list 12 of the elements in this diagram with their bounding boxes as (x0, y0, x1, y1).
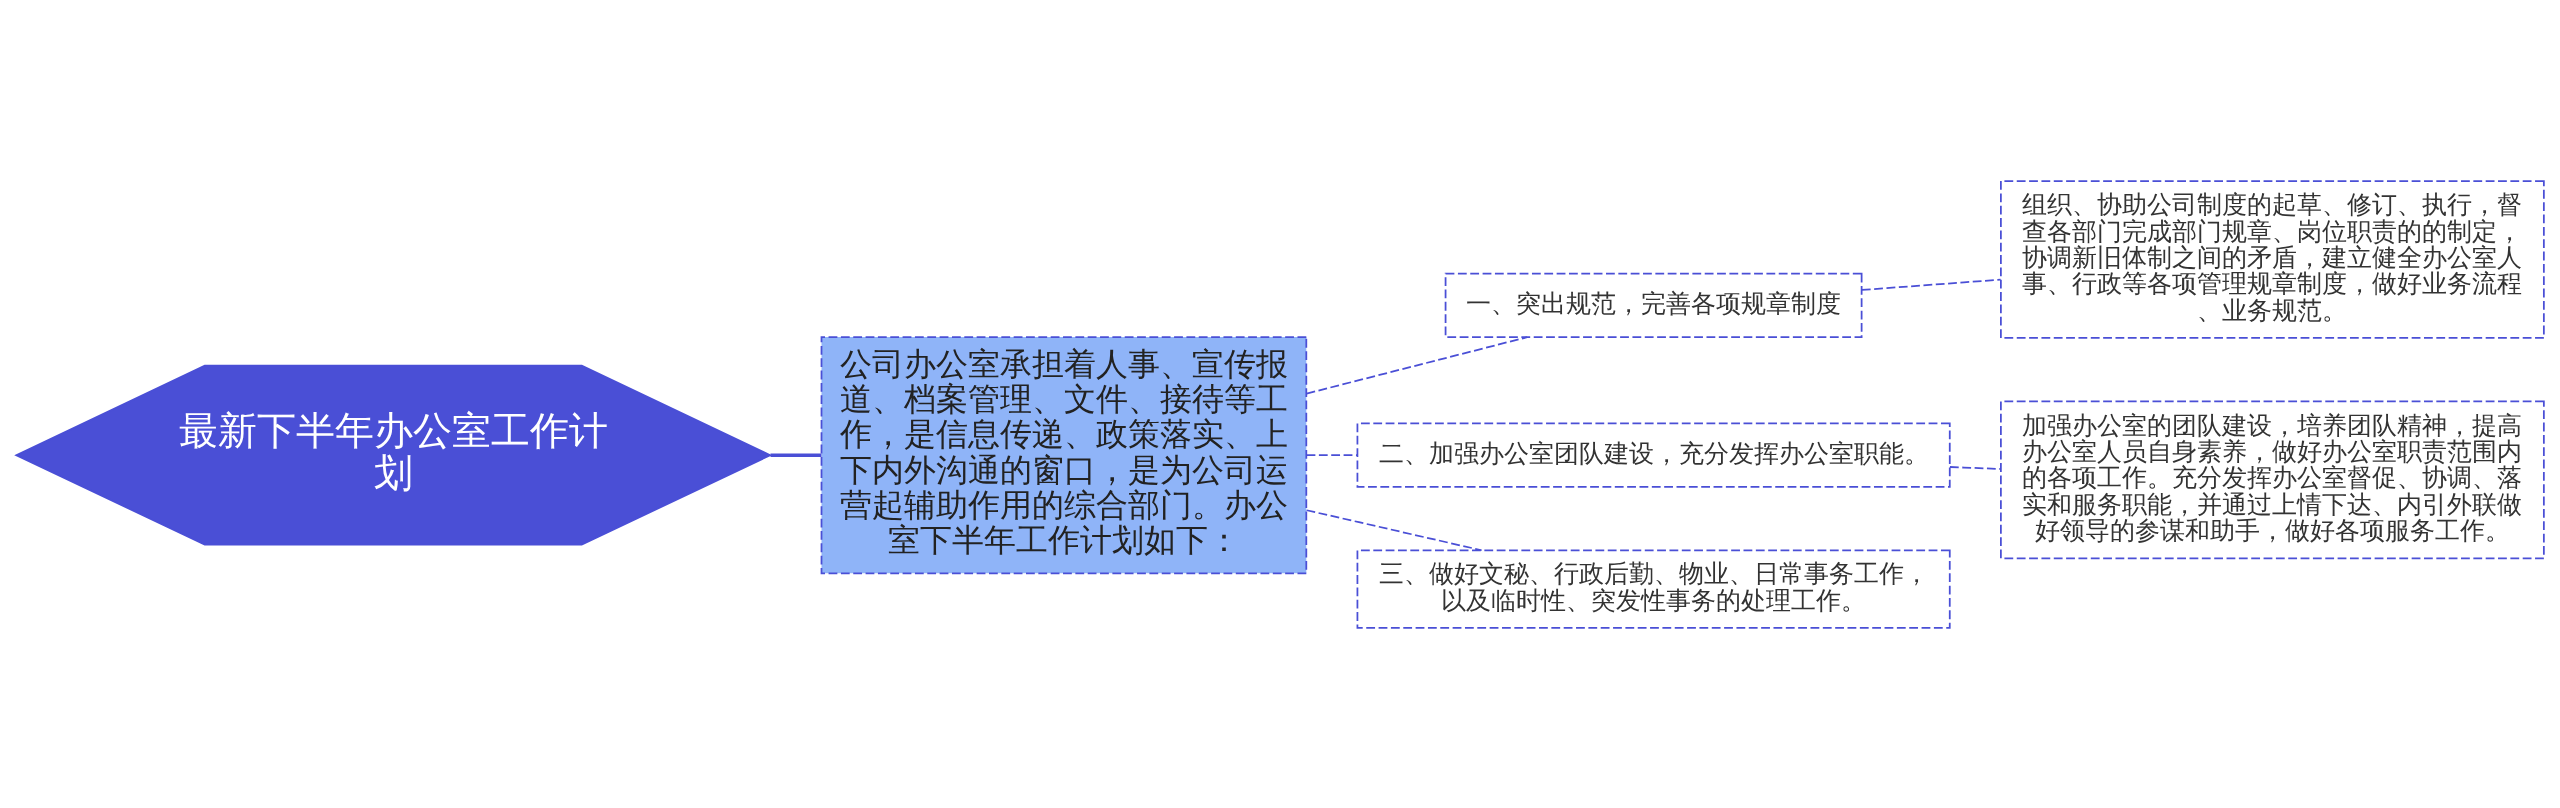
connector (770, 452, 822, 457)
node-box: 三、做好文秘、行政后勤、物业、日常事务工作，以及临时性、突发性事务的处理工作。 (1356, 549, 1951, 629)
node-box: 公司办公室承担着人事、宣传报道、档案管理、文件、接待等工作，是信息传递、政策落实、上下内外沟通的窗口，是为公司运营起辅助作用的综合部门。办公室下半年工作计划如下： (820, 335, 1308, 574)
connector (1949, 465, 2002, 470)
node-box: 二、加强办公室团队建设，充分发挥办公室职能。 (1356, 422, 1951, 488)
connector (1861, 278, 2002, 291)
connector (1305, 453, 1359, 456)
connector (1305, 335, 1529, 394)
node-box: 组织、协助公司制度的起草、修订、执行，督查各部门完成部门规章、岗位职责的的制定，协调新旧体制之间的矛盾，建立健全办公室人事、行政等各项管理规章制度，做好业务流程、业务规范。 (2000, 179, 2545, 339)
node-box: 加强办公室的团队建设，培养团队精神，提高办公室人员自身素养，做好办公室职责范围内的各项工作。充分发挥办公室督促、协调、落实和服务职能，并通过上情下达、内引外联做好领导的参谋和助手，做好各项服务工作。 (2000, 400, 2545, 559)
node-box: 一、突出规范，完善各项规章制度 (1444, 272, 1863, 338)
connector (1305, 508, 1483, 551)
